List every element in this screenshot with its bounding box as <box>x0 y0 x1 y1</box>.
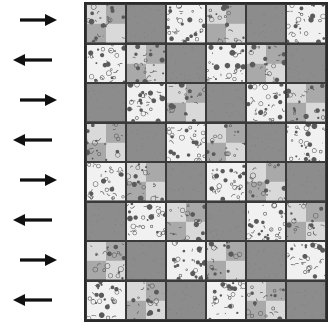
tile-sketch <box>246 83 286 123</box>
tile-gray <box>286 281 326 321</box>
tile-gray <box>166 44 206 84</box>
arrow-left-icon <box>12 52 58 66</box>
tile-mixed-patch <box>206 241 246 281</box>
arrow-right-icon <box>12 172 58 186</box>
arrow-right-icon <box>12 252 58 266</box>
tile-mixed-patch <box>126 44 166 84</box>
tile-mixed-patch <box>86 4 126 44</box>
tile-sketch <box>126 83 166 123</box>
tile-sketch <box>86 162 126 202</box>
tile-mixed-patch <box>246 281 286 321</box>
tile-gray <box>126 123 166 163</box>
tile-sketch <box>206 281 246 321</box>
tile-mixed-patch <box>126 162 166 202</box>
tile-gray <box>166 281 206 321</box>
tile-sketch <box>166 123 206 163</box>
tile-mixed-patch <box>286 83 326 123</box>
tile-mixed-patch <box>86 123 126 163</box>
tile-sketch <box>86 281 126 321</box>
tile-gray <box>206 83 246 123</box>
arrow-right-icon <box>12 92 58 106</box>
tile-sketch <box>166 241 206 281</box>
direction-arrows <box>0 0 80 323</box>
tile-sketch <box>86 44 126 84</box>
tile-mixed-patch <box>246 44 286 84</box>
arrow-right-icon <box>12 12 58 26</box>
tile-sketch <box>126 202 166 242</box>
tile-sketch <box>206 162 246 202</box>
tile-sketch <box>286 123 326 163</box>
tile-gray <box>246 4 286 44</box>
tile-gray <box>286 44 326 84</box>
arrow-left-icon <box>12 292 58 306</box>
tile-gray <box>126 4 166 44</box>
tile-gray <box>286 162 326 202</box>
tile-mixed-patch <box>86 241 126 281</box>
arrow-left-icon <box>12 132 58 146</box>
tile-gray <box>246 123 286 163</box>
tile-mixed-patch <box>286 202 326 242</box>
tile-gray <box>206 202 246 242</box>
tile-sketch <box>246 202 286 242</box>
tile-gray <box>246 241 286 281</box>
tile-mixed-patch <box>246 162 286 202</box>
tile-gray <box>86 202 126 242</box>
tile-gray <box>86 83 126 123</box>
texture-tile-grid <box>84 2 328 322</box>
tile-sketch <box>286 241 326 281</box>
tile-sketch <box>286 4 326 44</box>
tile-mixed-patch <box>166 202 206 242</box>
tile-mixed-patch <box>166 83 206 123</box>
tile-sketch <box>166 4 206 44</box>
tile-gray <box>166 162 206 202</box>
tile-sketch <box>206 44 246 84</box>
tile-gray <box>126 241 166 281</box>
tile-mixed-patch <box>206 123 246 163</box>
tile-mixed-patch <box>206 4 246 44</box>
arrow-left-icon <box>12 212 58 226</box>
tile-mixed-patch <box>126 281 166 321</box>
